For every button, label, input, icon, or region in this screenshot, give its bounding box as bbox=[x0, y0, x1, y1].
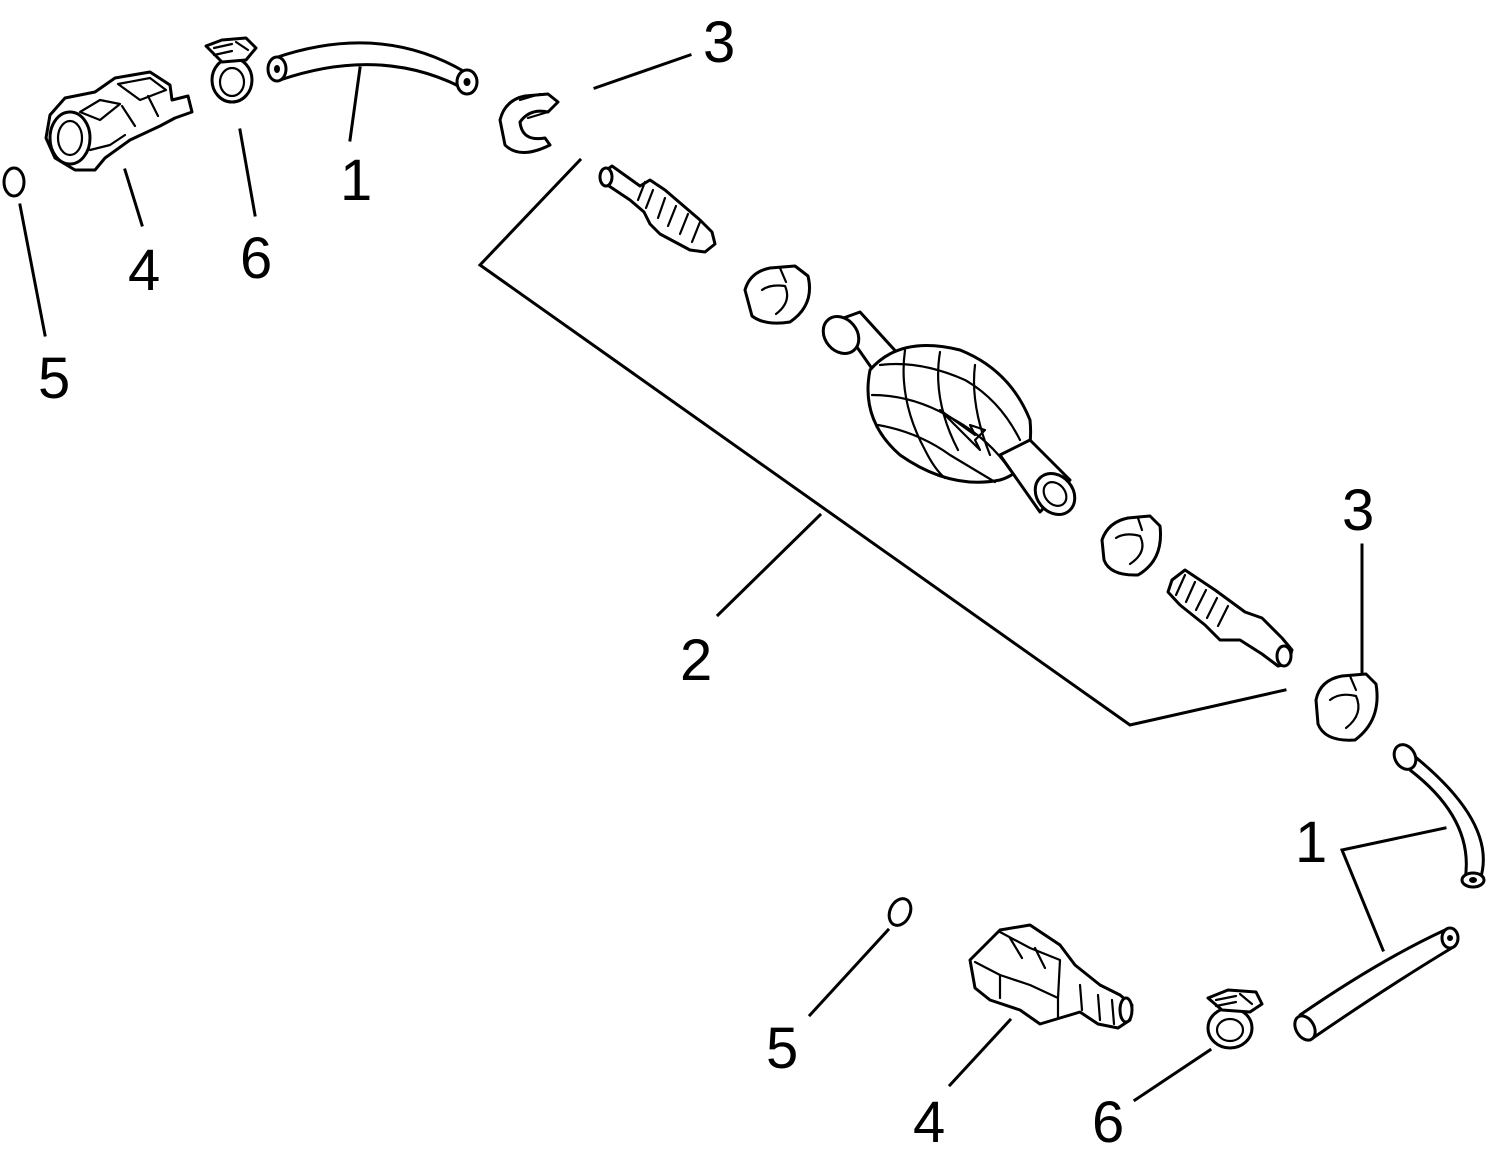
lower-clamp bbox=[1100, 514, 1163, 577]
callout-bottom-hose-clamp: 6 bbox=[1092, 1090, 1124, 1155]
leader-bracket-assembly bbox=[477, 157, 1287, 727]
top-hose-clamp bbox=[204, 36, 258, 104]
leader-top-connector bbox=[123, 168, 144, 227]
bottom-fuel-hose-lower bbox=[1293, 926, 1460, 1042]
leader-bottom-hose-clamp bbox=[1132, 1047, 1213, 1103]
primer-bulb bbox=[821, 310, 1077, 516]
leader-top-right-clamp bbox=[593, 53, 692, 90]
callout-primer-bulb-assembly: 2 bbox=[680, 628, 712, 693]
callout-top-hose: 1 bbox=[340, 148, 372, 213]
callout-top-right-clamp: 3 bbox=[703, 10, 735, 75]
bottom-hose-clamp bbox=[1206, 988, 1264, 1050]
leader-bottom-o-ring bbox=[807, 927, 891, 1018]
bottom-fuel-connector bbox=[968, 923, 1134, 1030]
leader-top-hose-clamp bbox=[238, 128, 257, 217]
right-clamp bbox=[1314, 672, 1379, 742]
leader-bottom-hose bbox=[1339, 826, 1447, 952]
lower-hose-barb-fitting bbox=[1166, 568, 1294, 668]
middle-clamp bbox=[743, 264, 811, 325]
callout-top-o-ring: 5 bbox=[38, 346, 70, 411]
callout-bottom-hose: 1 bbox=[1295, 810, 1327, 875]
leader-top-hose bbox=[348, 66, 362, 142]
leader-top-o-ring bbox=[18, 203, 47, 337]
callout-top-connector: 4 bbox=[128, 238, 160, 303]
callout-bottom-o-ring: 5 bbox=[766, 1016, 798, 1081]
callout-right-clamp: 3 bbox=[1342, 478, 1374, 543]
callout-labels: 1 1 2 3 3 4 4 5 5 6 6 bbox=[38, 10, 1374, 1155]
callout-bottom-connector: 4 bbox=[913, 1090, 945, 1155]
bottom-o-ring bbox=[887, 897, 913, 927]
leader-lines bbox=[18, 53, 1447, 1103]
bottom-fuel-hose-upper bbox=[1392, 743, 1486, 889]
top-fuel-connector bbox=[44, 70, 194, 172]
top-o-ring bbox=[2, 166, 26, 198]
callout-top-hose-clamp: 6 bbox=[240, 226, 272, 291]
leader-bottom-connector bbox=[947, 1017, 1013, 1088]
upper-hose-barb-fitting bbox=[598, 164, 717, 254]
top-right-clamp bbox=[498, 92, 560, 154]
leader-primer-bulb-assembly bbox=[715, 512, 823, 618]
top-fuel-hose bbox=[266, 41, 479, 96]
